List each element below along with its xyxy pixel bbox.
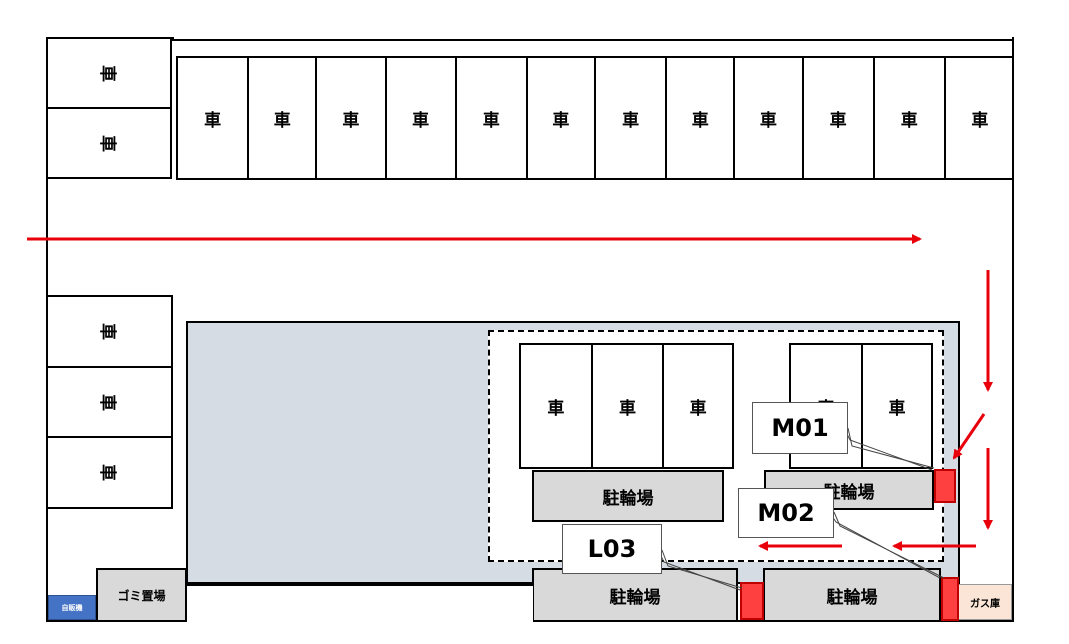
- vending-machine: 自販機: [48, 595, 96, 620]
- leader-m01: [847, 427, 935, 469]
- callout-m02: M02: [738, 488, 834, 538]
- parking-space: 車: [521, 345, 593, 467]
- parking-space: 車: [689, 398, 707, 419]
- parking-space: 車: [667, 58, 736, 178]
- vending-machine-label: 自販機: [61, 603, 83, 612]
- lot-top-edge-right: [172, 39, 1014, 41]
- marker-m02: [941, 577, 959, 621]
- parking-space: 車: [46, 436, 173, 509]
- parking-space: 車: [528, 58, 596, 178]
- leader-l03-b: [659, 553, 741, 591]
- garbage-area: ゴミ置場: [96, 568, 187, 622]
- parking-space: 車: [249, 58, 318, 178]
- gas-storage: ガス庫: [958, 584, 1012, 620]
- parking-space: 車: [804, 58, 875, 178]
- callout-m01: M01: [752, 402, 848, 454]
- parking-space: 車: [178, 58, 250, 178]
- marker-l03: [740, 582, 764, 620]
- parking-space: 車: [593, 345, 665, 467]
- parking-space: 車: [596, 58, 668, 178]
- callout-l03: L03: [562, 524, 662, 574]
- bicycle-parking: 駐輪場: [763, 568, 941, 622]
- parking-space: 車: [875, 58, 946, 178]
- parking-space: 車: [888, 398, 906, 419]
- parking-space: 車: [46, 107, 172, 179]
- top-parking-row: 車 車 車 車 車 車 車 車 車 車 車 車: [176, 56, 1014, 180]
- inner-parking-row-left: 車 車 車: [519, 343, 734, 469]
- bottom-strip: [186, 584, 533, 622]
- arrow-diagonal: [952, 413, 986, 460]
- leader-m02: [833, 511, 945, 579]
- parking-space: 車: [457, 58, 528, 178]
- parking-space: 車: [387, 58, 457, 178]
- marker-m01: [934, 469, 956, 503]
- parking-space: 車: [971, 110, 989, 131]
- leader-l03: [661, 549, 743, 589]
- gas-storage-label: ガス庫: [970, 598, 1000, 610]
- parking-space: 車: [317, 58, 387, 178]
- parking-space: 車: [735, 58, 804, 178]
- bicycle-parking: 駐輪場: [532, 470, 724, 522]
